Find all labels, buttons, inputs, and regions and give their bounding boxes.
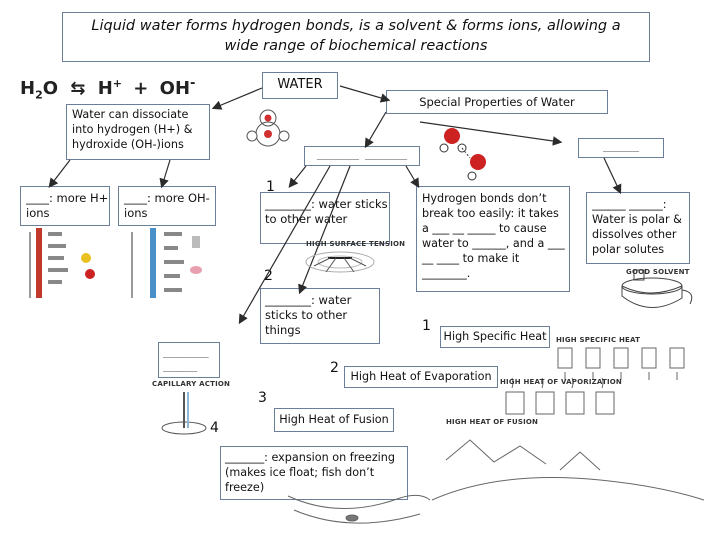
fusion-box: High Heat of Fusion [274,408,394,432]
special-properties-label: Special Properties of Water [419,95,575,109]
special-properties-box: Special Properties of Water [386,90,608,114]
expansion-number: 4 [210,420,219,436]
adhesion-text: ________: water sticks to other things [265,293,352,337]
fusion-number: 3 [258,390,267,406]
fusion-label: High Heat of Fusion [279,413,389,426]
specific-heat-number: 1 [422,318,431,334]
dissociate-text: Water can dissociate into hydrogen (H+) … [72,108,193,151]
solvent-box: ______ ______: Water is polar & dissolve… [586,192,690,264]
base-scale-image [131,228,202,298]
heat-of-fusion-image [431,439,705,501]
hydrogen-bond-info-box: Hydrogen bonds don’t break too easily: i… [416,186,570,292]
dissociation-equation: H2O ⇆ H+ + OH- [20,76,196,102]
vaporization-caption: HIGH HEAT OF VAPORIZATION [500,378,622,386]
acid-box: ____: more H+ ions [20,186,110,226]
solvent-cup-image [621,269,693,308]
base-box: ____: more OH- ions [118,186,216,226]
heat-of-fusion-caption: HIGH HEAT OF FUSION [446,418,539,426]
capillary-tube-image [161,392,207,435]
dissociate-box: Water can dissociate into hydrogen (H+) … [66,104,210,160]
right-blank: ______ [602,141,640,152]
base-text: ____: more OH- ions [124,191,210,220]
title-box: Liquid water forms hydrogen bonds, is a … [62,12,650,62]
capillary-caption: CAPILLARY ACTION [152,380,231,388]
specific-heat-caption: HIGH SPECIFIC HEAT [556,336,641,344]
evaporation-number: 2 [330,360,339,376]
expansion-text: _______: expansion on freezing (makes ic… [225,451,395,494]
hydrogen-bond-box: _______ _______ [304,146,420,166]
capillary-box: ________ ______ [158,342,220,378]
capillary-blank: ________ ______ [163,347,209,372]
surface-tension-caption: HIGH SURFACE TENSION [306,240,406,248]
specific-heat-box: High Specific Heat [440,326,550,348]
cohesion-text: ________: water sticks to other water [265,197,388,226]
adhesion-box: ________: water sticks to other things [260,288,380,344]
water-strider-image [305,251,375,273]
water-label: WATER [277,77,323,92]
specific-heat-label: High Specific Heat [443,330,547,343]
connector-arrows [48,85,622,325]
evaporation-label: High Heat of Evaporation [350,370,492,383]
cohesion-number: 1 [266,179,275,195]
right-blank-box: ______ [578,138,664,158]
evaporation-box: High Heat of Evaporation [344,366,498,388]
acid-scale-image [29,228,95,298]
expansion-box: _______: expansion on freezing (makes ic… [220,446,408,500]
specific-heat-image [557,347,685,380]
cohesion-box: ________: water sticks to other water [260,192,390,244]
good-solvent-caption: GOOD SOLVENT [626,268,690,276]
frozen-lake-image [287,494,431,524]
page-title: Liquid water forms hydrogen bonds, is a … [91,18,621,54]
vaporization-image [505,377,615,415]
hydrogen-bond-blank: _______ _______ [316,149,408,160]
water-box: WATER [262,72,338,99]
hydrogen-bond-molecules-icon [439,128,486,181]
adhesion-number: 2 [264,268,273,284]
solvent-text: ______ ______: Water is polar & dissolve… [592,198,682,256]
hydrogen-bond-text: Hydrogen bonds don’t break too easily: i… [422,192,565,280]
water-molecule-icon [246,109,290,147]
acid-text: ____: more H+ ions [26,191,109,220]
